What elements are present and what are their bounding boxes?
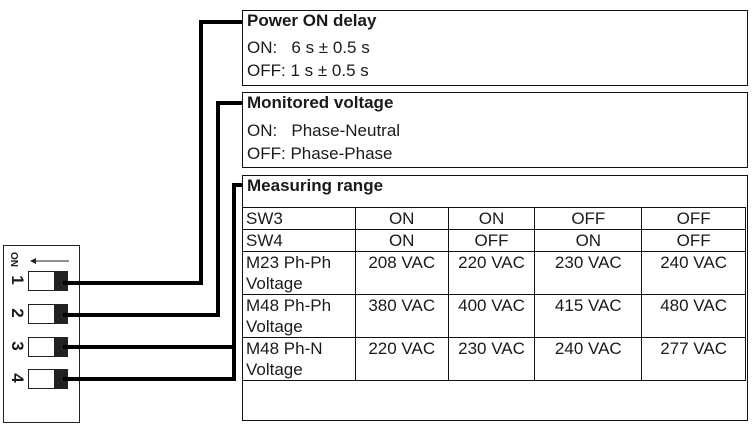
wire-sw2-top [216,101,243,105]
switch-3-number: 3 [8,341,27,351]
table-cell: 220 VAC [354,337,449,381]
table-cell: ON [447,207,536,230]
switch-1[interactable] [28,271,68,291]
switch-2[interactable] [28,304,68,324]
wire-sw1-top [199,20,243,24]
power-on-delay-on: ON: 6 s ± 0.5 s [247,38,370,57]
table-cell: 230 VAC [447,337,536,381]
table-cell: OFF [641,229,746,252]
wire-sw34-vertical [232,183,236,381]
table-cell: 220 VAC [447,251,536,295]
monitored-voltage-on: ON: Phase-Neutral [247,121,401,140]
switch-4-knob [54,370,67,388]
wire-sw2-horizontal [63,313,220,317]
row-label-line: M48 Ph-N [246,339,323,358]
switch-4-number: 4 [8,373,27,383]
monitored-voltage-title: Monitored voltage [247,93,394,112]
monitored-voltage-box: Monitored voltage ON: Phase-Neutral OFF:… [242,92,748,168]
power-on-delay-title: Power ON delay [247,11,377,30]
row-label-line: Voltage [246,317,303,336]
row-label-line: Voltage [246,274,303,293]
monitored-voltage-off: OFF: Phase-Phase [247,144,393,163]
switch-1-knob [54,272,67,290]
switch-2-number: 2 [8,308,27,318]
row-label-line: Voltage [246,360,303,379]
switch-1-number: 1 [8,275,27,285]
on-label: ON [8,252,19,267]
row-label-line: M23 Ph-Ph [246,253,332,272]
table-cell: 277 VAC [641,337,746,381]
arrow-left-icon [30,252,70,264]
row-label: M48 Ph-N Voltage [242,337,356,381]
table-cell: ON [354,207,449,230]
table-cell: 240 VAC [641,251,746,295]
table-cell: 380 VAC [354,294,449,338]
wire-sw4-horizontal [63,377,236,381]
switch-4[interactable] [28,369,68,389]
wire-sw2-vertical [216,101,220,317]
table-cell: 480 VAC [641,294,746,338]
table-cell: 400 VAC [447,294,536,338]
row-label: SW4 [242,229,356,252]
power-on-delay-box: Power ON delay ON: 6 s ± 0.5 s OFF: 1 s … [242,10,748,86]
wire-sw1-horizontal [63,281,203,285]
wire-sw3-horizontal [63,345,236,349]
switch-3[interactable] [28,337,68,357]
table-cell: 230 VAC [534,251,643,295]
row-label-line: M48 Ph-Ph [246,296,332,315]
table-cell: OFF [641,207,746,230]
table-cell: ON [534,229,643,252]
power-on-delay-off: OFF: 1 s ± 0.5 s [247,61,369,80]
table-cell: 415 VAC [534,294,643,338]
switch-3-knob [54,338,67,356]
table-cell: ON [354,229,449,252]
row-label-line: SW4 [246,231,283,250]
switch-2-knob [54,305,67,323]
table-cell: OFF [534,207,643,230]
wire-sw1-vertical [199,20,203,285]
wire-sw34-top [232,183,243,187]
table-cell: OFF [447,229,536,252]
table-cell: 208 VAC [354,251,449,295]
table-cell: 240 VAC [534,337,643,381]
row-label-line: SW3 [246,209,283,228]
measuring-range-title: Measuring range [247,176,384,195]
row-label: SW3 [242,207,356,230]
